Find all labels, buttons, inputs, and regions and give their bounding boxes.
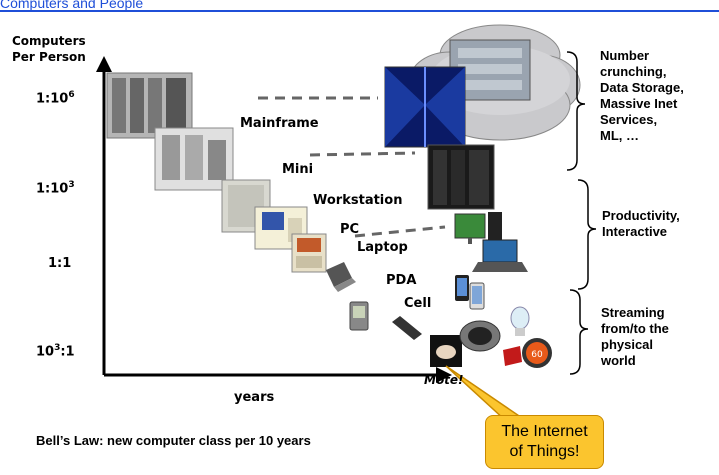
- cloud-icon: [409, 24, 581, 141]
- connector-pc: [354, 225, 446, 238]
- brace-2: [577, 179, 597, 290]
- mote-image: [430, 335, 462, 367]
- y-axis-title-line1: Computers: [12, 34, 86, 48]
- title-rule: [0, 10, 719, 12]
- pda-image: [349, 301, 369, 331]
- iot-callout: The Internet of Things!: [485, 415, 604, 469]
- modern-laptop-image: [472, 239, 528, 272]
- svg-text:60: 60: [531, 350, 543, 360]
- thermostat-image: 60: [522, 338, 552, 368]
- label-mini: Mini: [282, 162, 314, 177]
- sensor-tag-image: [503, 346, 522, 366]
- cellphone-image: [392, 316, 422, 340]
- label-mainframe: Mainframe: [240, 116, 319, 131]
- tick-1-1: 1:1: [48, 256, 72, 271]
- brace-3: [569, 289, 589, 375]
- tick-1e3: 1:103: [36, 180, 75, 197]
- callout-line2: of Things!: [509, 443, 580, 460]
- group-cloud-text: Number crunching, Data Storage, Massive …: [600, 48, 684, 143]
- minicomputer-image: [154, 127, 234, 191]
- tick-1e6: 1:106: [36, 90, 75, 107]
- group-productivity-text: Productivity, Interactive: [602, 208, 680, 239]
- group-iot-text: Streaming from/to the physical world: [601, 305, 669, 368]
- brace-1: [566, 51, 586, 171]
- portable-image: [291, 233, 327, 273]
- label-mote: Mote!: [424, 373, 464, 387]
- smartwatch-image: [459, 320, 501, 352]
- y-axis-title-line2: Per Person: [12, 50, 86, 64]
- datacenter-image: [384, 66, 466, 148]
- label-cell: Cell: [404, 296, 432, 311]
- mainframe-image: [106, 72, 193, 139]
- tick-1e3-1: 103:1: [36, 343, 75, 360]
- label-laptop: Laptop: [357, 240, 408, 255]
- label-pda: PDA: [386, 273, 417, 288]
- y-axis-arrow: [96, 56, 112, 72]
- workstation-image: [221, 179, 271, 233]
- label-workstation: Workstation: [313, 193, 403, 208]
- page-title: Computers and People: [0, 0, 144, 11]
- label-pc: PC: [340, 222, 360, 237]
- connector-mini: [309, 151, 416, 157]
- y-axis-title: Computers Per Person: [12, 33, 102, 65]
- server-rack-image: [427, 144, 495, 210]
- footer-law: Bell’s Law: new computer class per 10 ye…: [36, 433, 311, 448]
- smart-bulb-image: [510, 306, 530, 336]
- x-axis-title: years: [234, 390, 275, 405]
- callout-line1: The Internet: [501, 423, 588, 440]
- smartphone-image: [455, 275, 485, 310]
- x-axis-arrow: [436, 367, 452, 383]
- desktop-pc-image: [454, 212, 502, 246]
- laptop-image: [326, 262, 356, 292]
